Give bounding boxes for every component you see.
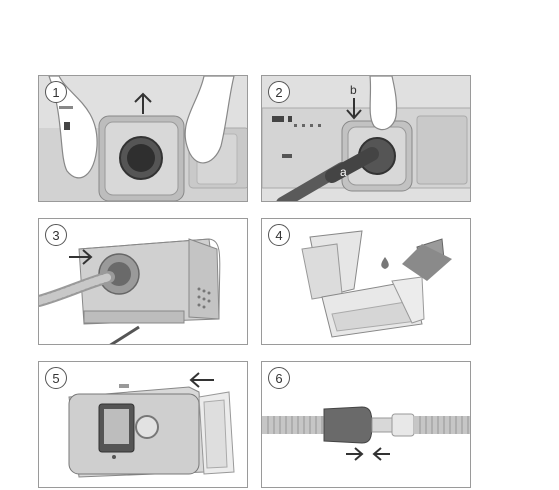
step-4-number: 4 — [268, 224, 290, 246]
step-2-illustration: b a — [262, 76, 471, 202]
step-2-number: 2 — [268, 81, 290, 103]
step-4-illustration — [262, 219, 471, 345]
step-2-label-a: a — [340, 165, 347, 179]
step-3-number: 3 — [45, 224, 67, 246]
step-5-illustration — [39, 362, 248, 488]
step-2-panel: 2 b a — [261, 75, 471, 202]
step-5-panel: 5 — [38, 361, 248, 488]
step-3-panel: 3 — [38, 218, 248, 345]
step-5-number: 5 — [45, 367, 67, 389]
step-6-illustration — [262, 362, 471, 488]
step-3-illustration — [39, 219, 248, 345]
step-4-panel: 4 — [261, 218, 471, 345]
step-1-panel: 1 — [38, 75, 248, 202]
step-6-panel: 6 — [261, 361, 471, 488]
step-6-number: 6 — [268, 367, 290, 389]
step-2-label-b: b — [350, 83, 357, 97]
step-1-number: 1 — [45, 81, 67, 103]
step-1-illustration — [39, 76, 248, 202]
